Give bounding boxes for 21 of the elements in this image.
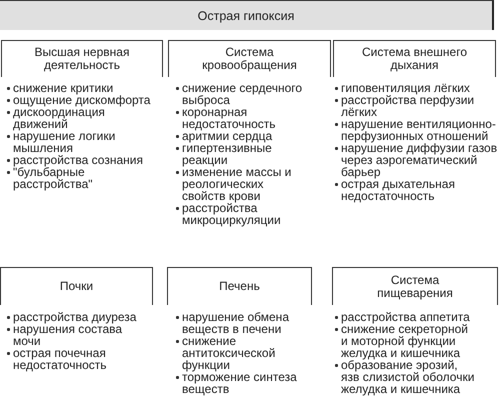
list-item: острая дыхательная недостаточность [335, 178, 499, 202]
list-item: гиповентиляция лёгких [335, 82, 499, 94]
header-bar [0, 0, 494, 30]
category-heading: Система пищеварения [332, 267, 498, 305]
category-heading: Система внешнего дыхания [333, 40, 496, 77]
list-item: аритмии сердца [176, 130, 307, 142]
list-item: "бульбарные расстройства" [7, 166, 157, 190]
list-item: снижение критики [7, 82, 157, 94]
category-heading: Печень [167, 267, 312, 305]
header-text: Острая гипоксия [198, 8, 294, 22]
list-item: расстройства аппетита [335, 311, 476, 323]
list-item: ощущение дискомфорта [7, 94, 157, 106]
list-item: расстройства диуреза [7, 311, 145, 323]
list-item: расстройства сознания [7, 154, 157, 166]
category-heading: Высшая нервная деятельность [1, 40, 163, 77]
list-item: торможение синтеза веществ [176, 371, 312, 395]
list-item: расстройства микроциркуляции [176, 202, 307, 226]
category-heading: Система кровообращения [168, 40, 331, 77]
list-item: острая почечная недостаточность [7, 347, 145, 371]
category-heading: Почки [0, 267, 153, 305]
list-item: образование эрозий, язв слизистой оболочки желудка и кишечника [335, 359, 476, 395]
